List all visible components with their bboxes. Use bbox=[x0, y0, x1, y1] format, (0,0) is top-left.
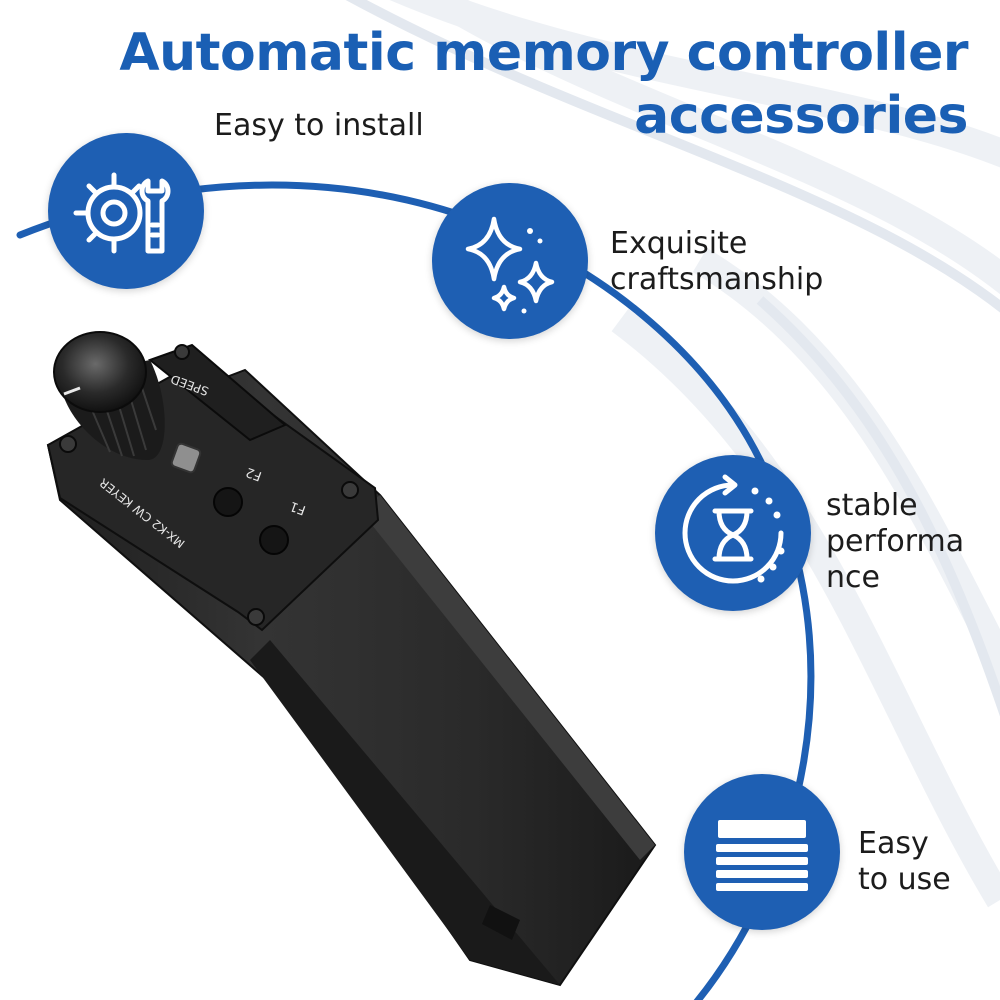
feature-badge-stable-performance bbox=[655, 455, 811, 611]
feature-label-line: to use bbox=[858, 862, 951, 897]
sparkles-icon bbox=[465, 216, 555, 314]
feature-label-line: craftsmanship bbox=[610, 262, 824, 297]
hourglass-refresh-icon bbox=[682, 474, 785, 584]
title-line-1: Automatic memory controller bbox=[119, 23, 968, 83]
feature-label-line: nce bbox=[826, 560, 880, 595]
feature-badge-easy-install bbox=[48, 133, 204, 289]
title-line-2: accessories bbox=[634, 86, 968, 147]
feature-label-craftsmanship: Exquisite craftsmanship bbox=[610, 226, 823, 298]
f1-button bbox=[259, 525, 289, 555]
speed-knob bbox=[53, 331, 165, 460]
f2-button bbox=[213, 487, 243, 517]
page-title: Automatic memory controller accessories bbox=[28, 22, 968, 149]
gear-wrench-icon bbox=[73, 172, 171, 254]
feature-label-line: performa bbox=[826, 524, 965, 559]
feature-label-line: Exquisite bbox=[610, 226, 748, 261]
feature-badge-craftsmanship bbox=[432, 183, 588, 339]
feature-label-line: Easy bbox=[858, 826, 929, 861]
feature-badge-easy-use bbox=[684, 774, 840, 930]
feature-label-easy-use: Easy to use bbox=[858, 826, 951, 898]
stack-layers-icon bbox=[716, 820, 808, 891]
feature-label-stable-performance: stable performa nce bbox=[826, 488, 964, 596]
feature-label-easy-install: Easy to install bbox=[214, 108, 424, 144]
feature-label-line: Easy to install bbox=[214, 108, 424, 143]
feature-label-line: stable bbox=[826, 488, 918, 523]
